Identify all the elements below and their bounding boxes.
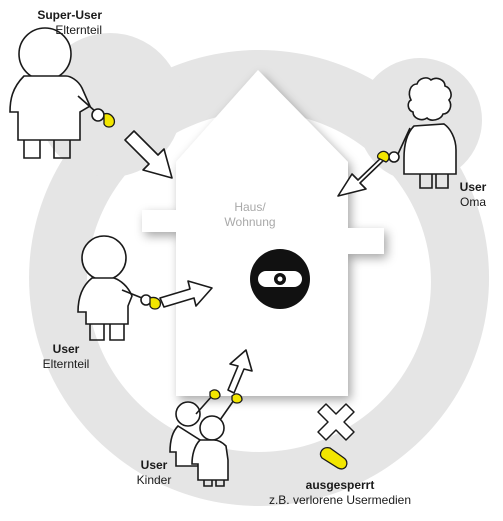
house-label-line1: Haus/: [234, 200, 266, 214]
house-label: Haus/ Wohnung: [205, 200, 295, 230]
key-oma: [376, 150, 390, 163]
kids-subtitle: Kinder: [136, 473, 172, 487]
oma-subtitle: Oma: [459, 195, 486, 209]
key-superuser: [103, 112, 116, 128]
key-parent: [149, 296, 162, 310]
parent-subtitle: Elternteil: [42, 357, 90, 371]
parent-title: User: [52, 342, 80, 356]
key-kid-2: [231, 393, 243, 404]
key-lost-icon: [319, 447, 348, 470]
superuser-label: Super-User Elternteil: [32, 8, 102, 38]
kids-title: User: [140, 458, 168, 472]
arrow-parent: [159, 280, 213, 308]
kids-label: User Kinder: [124, 458, 184, 488]
superuser-title: Super-User: [37, 8, 102, 22]
key-kid-1: [209, 389, 221, 400]
lock-icon: [250, 249, 310, 309]
oma-figure-icon: [388, 77, 457, 189]
house-shape: [142, 70, 384, 396]
locked-title: ausgesperrt: [305, 478, 375, 492]
locked-label: ausgesperrt z.B. verlorene Usermedien: [250, 478, 430, 508]
oma-title: User: [459, 180, 487, 194]
kids-figure-icon: [169, 395, 235, 487]
locked-subtitle: z.B. verlorene Usermedien: [268, 493, 412, 507]
arrow-oma: [337, 154, 387, 197]
parent-figure-icon: [77, 235, 152, 341]
superuser-subtitle: Elternteil: [55, 23, 102, 37]
oma-label: User Oma: [448, 180, 498, 210]
superuser-figure-icon: [9, 27, 105, 159]
house-label-line2: Wohnung: [224, 215, 276, 229]
arrow-kids: [227, 349, 253, 394]
arrow-superuser: [124, 130, 173, 179]
parent-label: User Elternteil: [24, 342, 108, 372]
cross-icon: [317, 403, 355, 441]
